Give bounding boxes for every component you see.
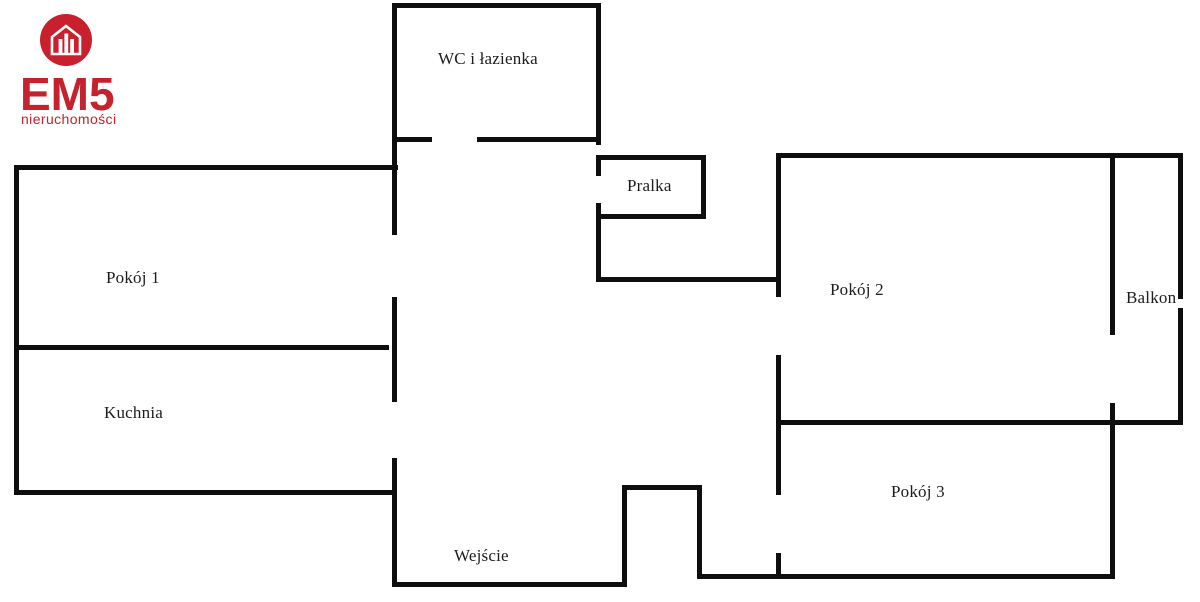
wall-pralka-left-upper [596, 155, 601, 176]
wall-pokoj2-left-upper [776, 153, 781, 297]
wall-entry-bump-right [697, 485, 702, 579]
wall-left-outer [14, 165, 19, 495]
room-label-pokoj3: Pokój 3 [891, 482, 945, 501]
wall-corridor-mid [392, 297, 397, 402]
house-icon [40, 14, 92, 66]
wall-pokoj2-left-lower [776, 355, 781, 495]
wall-pralka-top [596, 155, 706, 160]
logo-brand-text: EM5 [20, 68, 115, 120]
wall-balkon-separator-upper [1110, 153, 1115, 335]
wall-hall-nook [596, 277, 781, 282]
wall-pokoj2-balkon-top [776, 153, 1183, 158]
wall-corridor-upper [392, 3, 397, 235]
wall-balkon-separator-lower [1110, 403, 1115, 579]
em5-logo: EM5 nieruchomości [0, 0, 180, 140]
wall-right-outer-lower [1178, 308, 1183, 425]
wall-pokoj2-bottom [776, 420, 1183, 425]
wall-pralka-bottom [596, 214, 706, 219]
wall-kuchnia-bottom [14, 490, 394, 495]
wall-pralka-right [701, 155, 706, 219]
wall-corridor-lower [392, 458, 397, 587]
room-label-wejscie: Wejście [454, 546, 509, 565]
wall-pokoj3-left-stub [776, 553, 781, 579]
wall-right-outer-upper [1178, 153, 1183, 299]
wall-pokoj1-kuchnia-divider [14, 345, 389, 350]
wall-pralka-left-lower [596, 203, 601, 282]
wall-wc-top [392, 3, 601, 8]
wall-entry-bump-left [622, 485, 627, 587]
room-label-wc: WC i łazienka [438, 49, 538, 68]
room-label-balkon: Balkon [1126, 288, 1177, 308]
wall-bottom-left [392, 582, 627, 587]
wall-wc-bottom-left [392, 137, 432, 142]
room-label-pokoj2: Pokój 2 [830, 280, 884, 299]
wall-wc-bottom-right [477, 137, 601, 142]
room-label-kuchnia: Kuchnia [104, 403, 163, 422]
wall-bottom-right [697, 574, 1115, 579]
room-label-pokoj1: Pokój 1 [106, 268, 160, 287]
room-label-pralka: Pralka [627, 176, 672, 195]
wall-entry-bump-top [622, 485, 702, 490]
wall-wc-right [596, 3, 601, 145]
logo-tagline-text: nieruchomości [21, 111, 117, 127]
wall-pokoj1-top [14, 165, 398, 170]
